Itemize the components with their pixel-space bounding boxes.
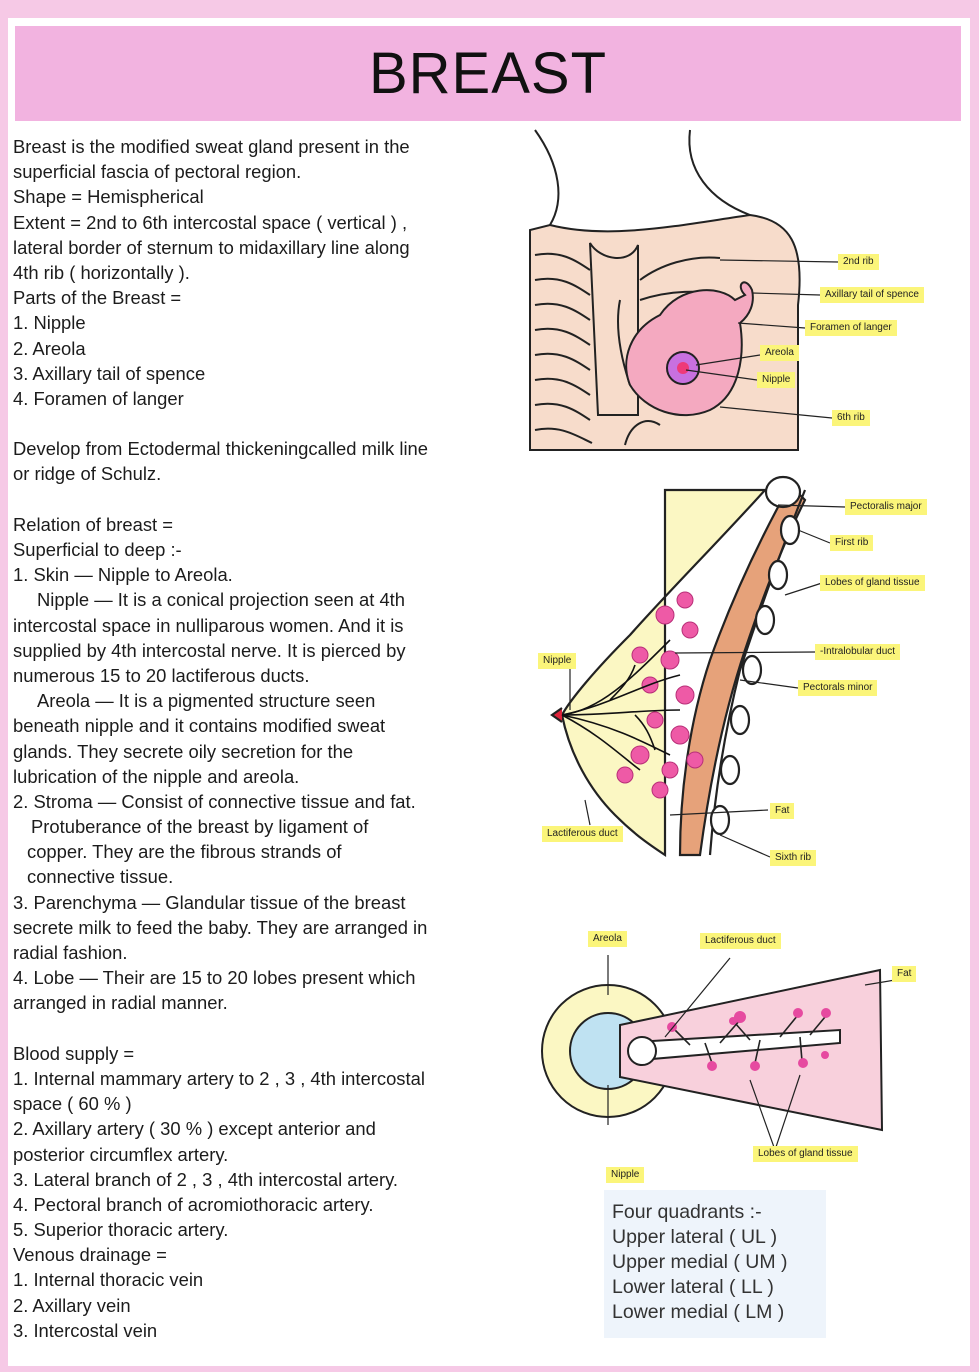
text-line: 5. Superior thoracic artery. bbox=[13, 1219, 229, 1241]
text-line: Shape = Hemispherical bbox=[13, 186, 204, 208]
text-line: connective tissue. bbox=[27, 866, 174, 888]
text-line: intercostal space in nulliparous women. … bbox=[13, 614, 404, 636]
text-line: 2. Axillary artery ( 30 % ) except anter… bbox=[13, 1118, 376, 1140]
text-line: 4th rib ( horizontally ). bbox=[13, 261, 190, 283]
venous-heading: Venous drainage = bbox=[13, 1244, 167, 1266]
text-line: numerous 15 to 20 lactiferous ducts. bbox=[13, 664, 310, 686]
label-sixth-rib: Sixth rib bbox=[770, 850, 817, 866]
quadrant-item: Lower lateral ( LL ) bbox=[612, 1276, 774, 1298]
label-pectoralis-minor: Pectorals minor bbox=[798, 680, 878, 696]
text-line: 3. Intercostal vein bbox=[13, 1319, 158, 1341]
quadrant-item: Upper medial ( UM ) bbox=[612, 1251, 788, 1273]
text-line: 1. Internal mammary artery to 2 , 3 , 4t… bbox=[13, 1067, 425, 1089]
text-line: Extent = 2nd to 6th intercostal space ( … bbox=[13, 211, 408, 233]
intro-section: Breast is the modified sweat gland prese… bbox=[13, 134, 513, 1343]
quadrant-item: Lower medial ( LM ) bbox=[612, 1301, 785, 1323]
label-2nd-rib: 2nd rib bbox=[838, 254, 879, 270]
label-6th-rib: 6th rib bbox=[832, 410, 870, 426]
text-line: 2. Axillary vein bbox=[13, 1294, 131, 1316]
label-fat: Fat bbox=[770, 803, 795, 819]
text-line: 2. Stroma — Consist of connective tissue… bbox=[13, 790, 416, 812]
text-line: superficial fascia of pectoral region. bbox=[13, 161, 302, 183]
quadrants-heading: Four quadrants :- bbox=[612, 1201, 762, 1223]
text-line: posterior circumflex artery. bbox=[13, 1143, 229, 1165]
relation-heading: Relation of breast = bbox=[13, 513, 173, 535]
text-line: or ridge of Schulz. bbox=[13, 463, 162, 485]
diagram-breast-sagittal bbox=[550, 475, 846, 858]
text-line: lubrication of the nipple and areola. bbox=[13, 765, 300, 787]
diagram-breast-front bbox=[529, 129, 839, 451]
text-line: Breast is the modified sweat gland prese… bbox=[13, 136, 410, 157]
text-line: 4. Foramen of langer bbox=[13, 387, 184, 409]
label-first-rib: First rib bbox=[830, 535, 874, 551]
text-line: 1. Nipple bbox=[13, 312, 86, 334]
label-nipple: Nipple bbox=[757, 372, 796, 388]
text-line: space ( 60 % ) bbox=[13, 1093, 132, 1115]
text-line: 3. Lateral branch of 2 , 3 , 4th interco… bbox=[13, 1168, 399, 1190]
label-foramen-of-langer: Foramen of langer bbox=[805, 320, 897, 336]
label-areola: Areola bbox=[760, 345, 799, 361]
text-line: radial fashion. bbox=[13, 942, 128, 963]
text-line: 2. Areola bbox=[13, 337, 86, 359]
text-line: beneath nipple and it contains modified … bbox=[13, 715, 386, 737]
text-line: Protuberance of the breast by ligament o… bbox=[31, 816, 369, 838]
quadrants-box: Four quadrants :- Upper lateral ( UL ) U… bbox=[604, 1190, 826, 1338]
label-axillary-tail: Axillary tail of spence bbox=[820, 287, 924, 303]
quadrant-item: Upper lateral ( UL ) bbox=[612, 1226, 778, 1248]
text-line: 3. Axillary tail of spence bbox=[13, 362, 206, 384]
text-line: lateral border of sternum to midaxillary… bbox=[13, 236, 410, 258]
text-line: Superficial to deep :- bbox=[13, 539, 182, 560]
diagram-lobe-schematic bbox=[541, 955, 896, 1151]
text-line: Parts of the Breast = bbox=[13, 287, 182, 309]
label-pectoralis-major: Pectoralis major bbox=[845, 499, 927, 515]
label-lactiferous-schematic: Lactiferous duct bbox=[700, 933, 781, 949]
text-line: secrete milk to feed the baby. They are … bbox=[13, 916, 428, 938]
label-nipple-section: Nipple bbox=[538, 653, 577, 669]
label-fat-schematic: Fat bbox=[892, 966, 917, 982]
text-line: glands. They secrete oily secretion for … bbox=[13, 740, 354, 762]
text-line: 3. Parenchyma — Glandular tissue of the … bbox=[13, 891, 406, 913]
label-lactiferous-duct: Lactiferous duct bbox=[542, 826, 623, 842]
label-nipple-schematic: Nipple bbox=[606, 1167, 645, 1183]
text-line: Nipple — It is a conical projection seen… bbox=[37, 589, 406, 611]
text-line: arranged in radial manner. bbox=[13, 992, 228, 1014]
blood-heading: Blood supply = bbox=[13, 1042, 135, 1064]
label-intralobular-duct: -Intralobular duct bbox=[815, 644, 901, 660]
label-lobes-gland-tissue: Lobes of gland tissue bbox=[820, 575, 925, 591]
label-areola-schematic: Areola bbox=[588, 931, 627, 947]
page-title: BREAST bbox=[368, 41, 608, 106]
text-line: 4. Lobe — Their are 15 to 20 lobes prese… bbox=[13, 967, 416, 989]
text-line: 1. Skin — Nipple to Areola. bbox=[13, 564, 233, 586]
text-line: 4. Pectoral branch of acromiothoracic ar… bbox=[13, 1193, 374, 1215]
text-line: Areola — It is a pigmented structure see… bbox=[37, 690, 376, 712]
text-line: supplied by 4th intercostal nerve. It is… bbox=[13, 639, 406, 661]
text-line: copper. They are the fibrous strands of bbox=[27, 841, 342, 863]
text-line: Develop from Ectodermal thickeningcalled… bbox=[13, 438, 428, 460]
label-lobes-schematic: Lobes of gland tissue bbox=[753, 1146, 858, 1162]
text-line: 1. Internal thoracic vein bbox=[13, 1269, 204, 1291]
title-bar: BREAST bbox=[15, 26, 961, 121]
